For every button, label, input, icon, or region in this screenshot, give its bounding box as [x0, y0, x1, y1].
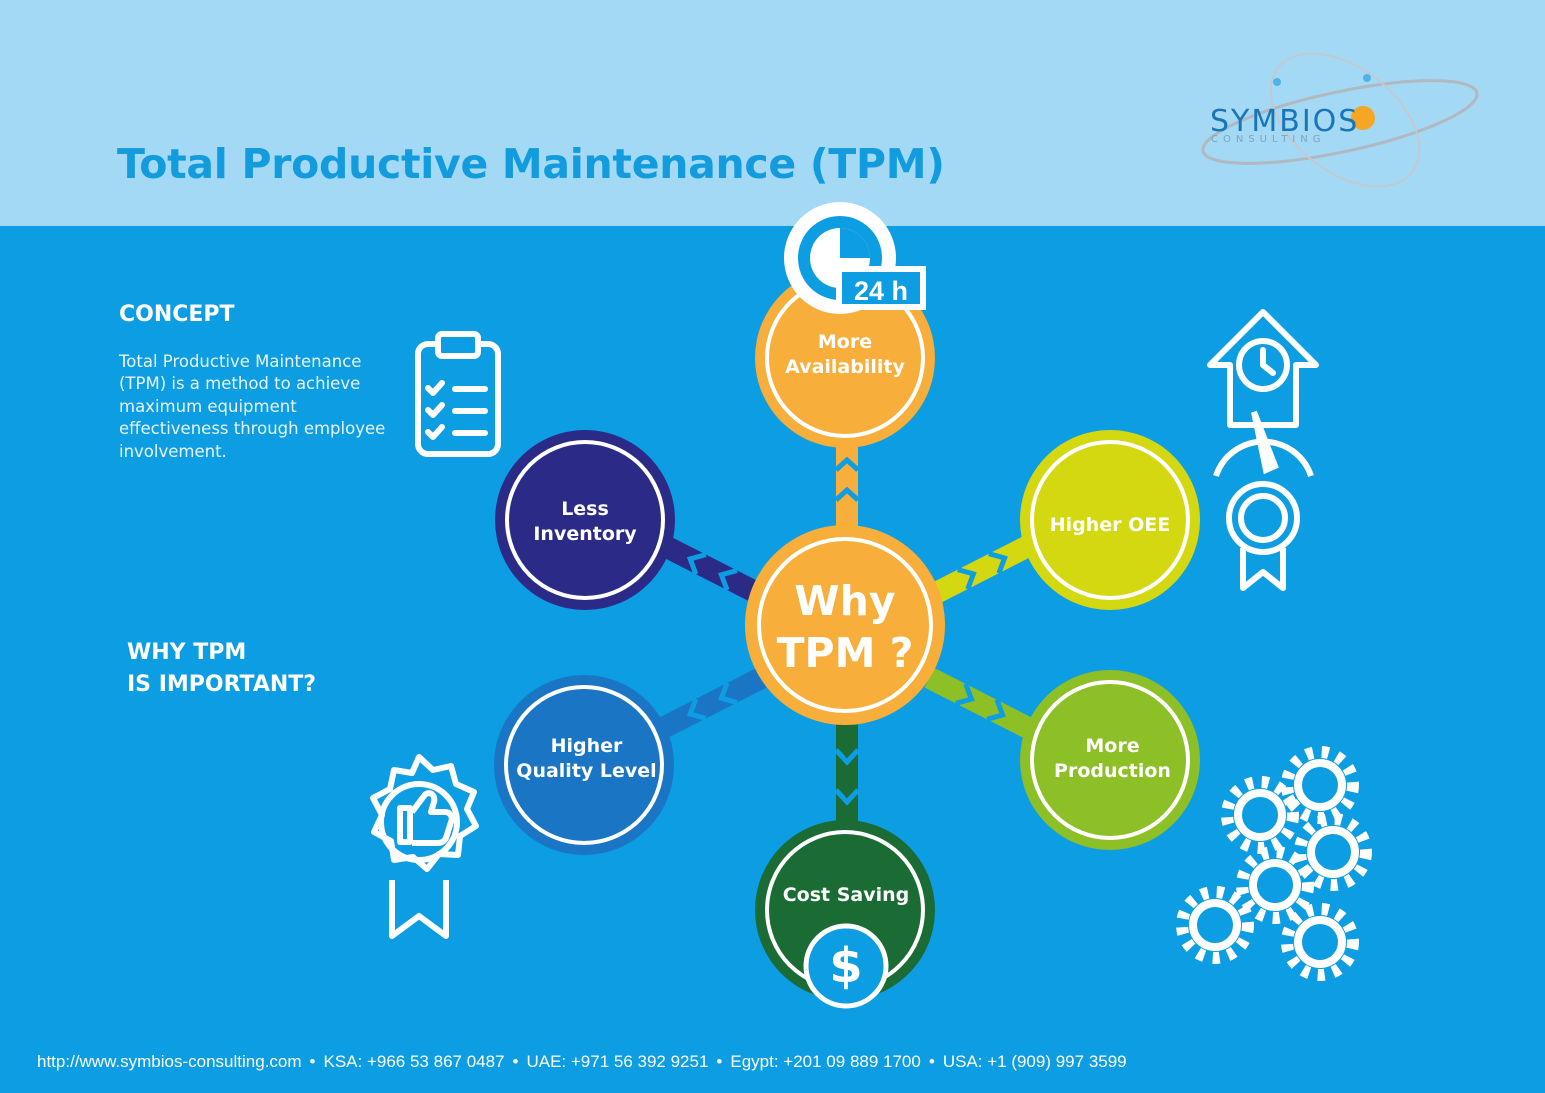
gears-icon [1176, 746, 1372, 981]
label-cost: Cost Saving [782, 883, 910, 906]
logo-tagline: CONSULTING [1211, 134, 1326, 145]
header-band [0, 0, 1545, 226]
page-title: Total Productive Maintenance (TPM) [117, 140, 945, 188]
label-inventory: Less Inventory [510, 485, 660, 559]
footer-separator: • [928, 1052, 935, 1071]
label-availability-line1: More [817, 331, 873, 353]
symbios-logo[interactable]: SYMBIOS CONSULTING [1195, 50, 1485, 195]
label-production-line2: Production [1054, 760, 1171, 782]
clock-24h-icon [784, 202, 926, 314]
label-availability-line2: Availability [785, 356, 905, 378]
thumbs-up-badge-icon [370, 754, 479, 939]
footer-uae-phone: UAE: +971 56 392 9251 [526, 1052, 709, 1071]
label-availability: More Availability [775, 318, 915, 392]
logo-orbit-icon [1201, 52, 1479, 188]
footer-usa-phone: USA: +1 (909) 997 3599 [942, 1052, 1127, 1071]
dollar-symbol: $ [829, 938, 863, 994]
label-production: More Production [1030, 722, 1195, 796]
node-quality [494, 675, 674, 855]
hub-why-tpm [745, 525, 945, 725]
hub-label-line2: TPM ? [776, 629, 914, 677]
hub-label: Why TPM ? [748, 572, 942, 682]
footer-contacts: http://www.symbios-consulting.com • KSA: +… [37, 1052, 1127, 1072]
why-heading-line1: WHY TPM [127, 640, 247, 665]
why-tpm-heading: WHY TPM IS IMPORTANT? [127, 637, 397, 701]
badge-24h: 24 h [853, 276, 909, 306]
footer-egypt-phone: Egypt: +201 09 889 1700 [730, 1052, 921, 1071]
footer-separator: • [309, 1052, 316, 1071]
footer-website-link[interactable]: http://www.symbios-consulting.com [37, 1052, 302, 1071]
label-inventory-line2: Inventory [533, 523, 637, 545]
hub-label-line1: Why [794, 577, 896, 625]
node-production [1020, 670, 1200, 850]
footer-separator: • [716, 1052, 723, 1071]
connector-production [924, 667, 1042, 743]
footer-ksa-phone: KSA: +966 53 867 0487 [323, 1052, 505, 1071]
label-quality: Higher Quality Level [504, 722, 669, 796]
footer-separator: • [512, 1052, 519, 1071]
concept-text: Total Productive Maintenance (TPM) is a … [119, 352, 386, 461]
connector-cost [834, 712, 860, 827]
gauge-icon [1213, 410, 1314, 477]
award-badge-icon [1226, 481, 1300, 591]
connector-availability [834, 440, 860, 540]
why-heading-line2: IS IMPORTANT? [127, 672, 317, 697]
connector-oee [926, 530, 1044, 606]
label-quality-line2: Quality Level [516, 760, 657, 782]
connector-quality [649, 667, 767, 743]
node-cost [755, 820, 935, 1009]
label-inventory-line1: Less [561, 498, 609, 520]
clipboard-checklist-icon [415, 331, 501, 457]
connector-inventory [649, 530, 767, 606]
label-oee: Higher OEE [1049, 513, 1171, 536]
label-quality-line1: Higher [550, 735, 623, 757]
label-production-line1: More [1085, 735, 1140, 757]
logo-wordmark: SYMBIOS [1210, 104, 1360, 139]
node-inventory [495, 430, 675, 610]
dollar-icon [803, 923, 889, 1009]
clock-up-arrow-icon [1207, 309, 1319, 428]
concept-heading: CONCEPT [119, 302, 235, 327]
node-oee [1020, 430, 1200, 610]
